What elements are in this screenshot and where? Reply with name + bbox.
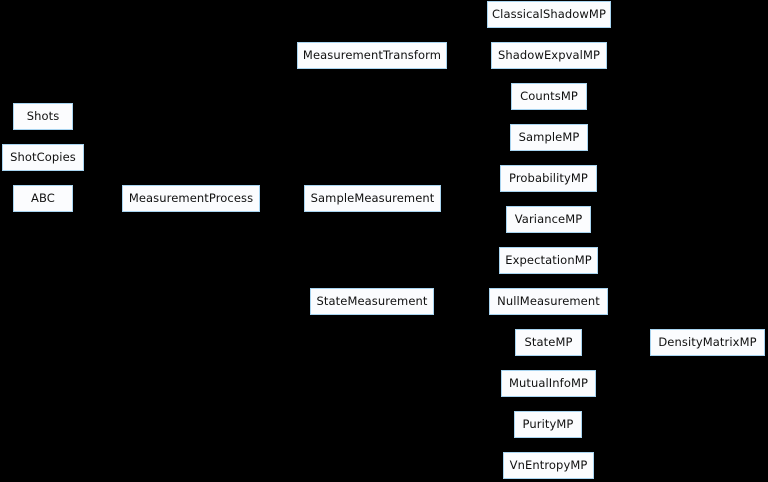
class-node-statemp[interactable]: StateMP	[515, 329, 582, 356]
class-node-classicalshadowmp[interactable]: ClassicalShadowMP	[487, 1, 611, 28]
class-node-label: VarianceMP	[514, 211, 583, 226]
class-node-shotcopies[interactable]: ShotCopies	[2, 144, 84, 171]
class-node-label: NullMeasurement	[497, 293, 600, 308]
class-node-label: ShadowExpvalMP	[497, 47, 601, 62]
class-node-mutualinfomp[interactable]: MutualInfoMP	[501, 370, 596, 397]
class-node-label: ABC	[31, 190, 55, 205]
class-node-label: CountsMP	[520, 88, 578, 103]
class-node-measurementprocess[interactable]: MeasurementProcess	[122, 185, 260, 212]
class-node-puritymp[interactable]: PurityMP	[514, 411, 582, 438]
class-node-shots[interactable]: Shots	[13, 103, 73, 130]
inheritance-edge	[434, 301, 514, 425]
class-node-probabilitymp[interactable]: ProbabilityMP	[500, 165, 597, 192]
class-node-label: StateMP	[524, 334, 573, 349]
class-node-densitymatrixmp[interactable]: DensityMatrixMP	[650, 329, 765, 356]
class-node-label: ExpectationMP	[505, 252, 592, 267]
class-node-label: MeasurementProcess	[128, 190, 254, 205]
class-node-nullmeasurement[interactable]: NullMeasurement	[489, 288, 608, 315]
class-node-samplemp[interactable]: SampleMP	[510, 124, 588, 151]
class-node-label: StateMeasurement	[316, 293, 428, 308]
class-node-abc[interactable]: ABC	[13, 185, 73, 212]
class-node-label: ClassicalShadowMP	[492, 6, 606, 21]
class-node-samplemeasurement[interactable]: SampleMeasurement	[304, 185, 441, 212]
class-node-vnentropymp[interactable]: VnEntropyMP	[503, 452, 594, 479]
inheritance-edge	[84, 157, 122, 199]
inheritance-edge	[441, 198, 489, 302]
inheritance-edge	[260, 198, 310, 302]
class-node-expectationmp[interactable]: ExpectationMP	[499, 247, 598, 274]
class-node-measurementtransform[interactable]: MeasurementTransform	[297, 42, 447, 69]
inheritance-edge	[447, 14, 487, 56]
class-node-label: SampleMP	[518, 129, 580, 144]
inheritance-edge	[441, 178, 500, 199]
inheritance-edge	[441, 198, 506, 220]
class-node-label: PurityMP	[522, 416, 574, 431]
class-node-variancemp[interactable]: VarianceMP	[506, 206, 591, 233]
class-node-countsmp[interactable]: CountsMP	[511, 83, 587, 110]
inheritance-edge	[260, 55, 297, 199]
class-node-label: ShotCopies	[10, 149, 76, 164]
class-node-label: SampleMeasurement	[310, 190, 435, 205]
class-node-label: Shots	[26, 108, 60, 123]
class-node-label: MutualInfoMP	[508, 375, 589, 390]
class-node-label: MeasurementTransform	[302, 47, 442, 62]
inheritance-edge	[434, 301, 503, 466]
class-node-label: DensityMatrixMP	[658, 334, 757, 349]
class-node-shadowexpvalmp[interactable]: ShadowExpvalMP	[491, 42, 607, 69]
inheritance-edge	[441, 198, 499, 261]
class-node-label: VnEntropyMP	[509, 457, 588, 472]
class-node-statemeasurement[interactable]: StateMeasurement	[310, 288, 434, 315]
class-node-label: ProbabilityMP	[509, 170, 588, 185]
